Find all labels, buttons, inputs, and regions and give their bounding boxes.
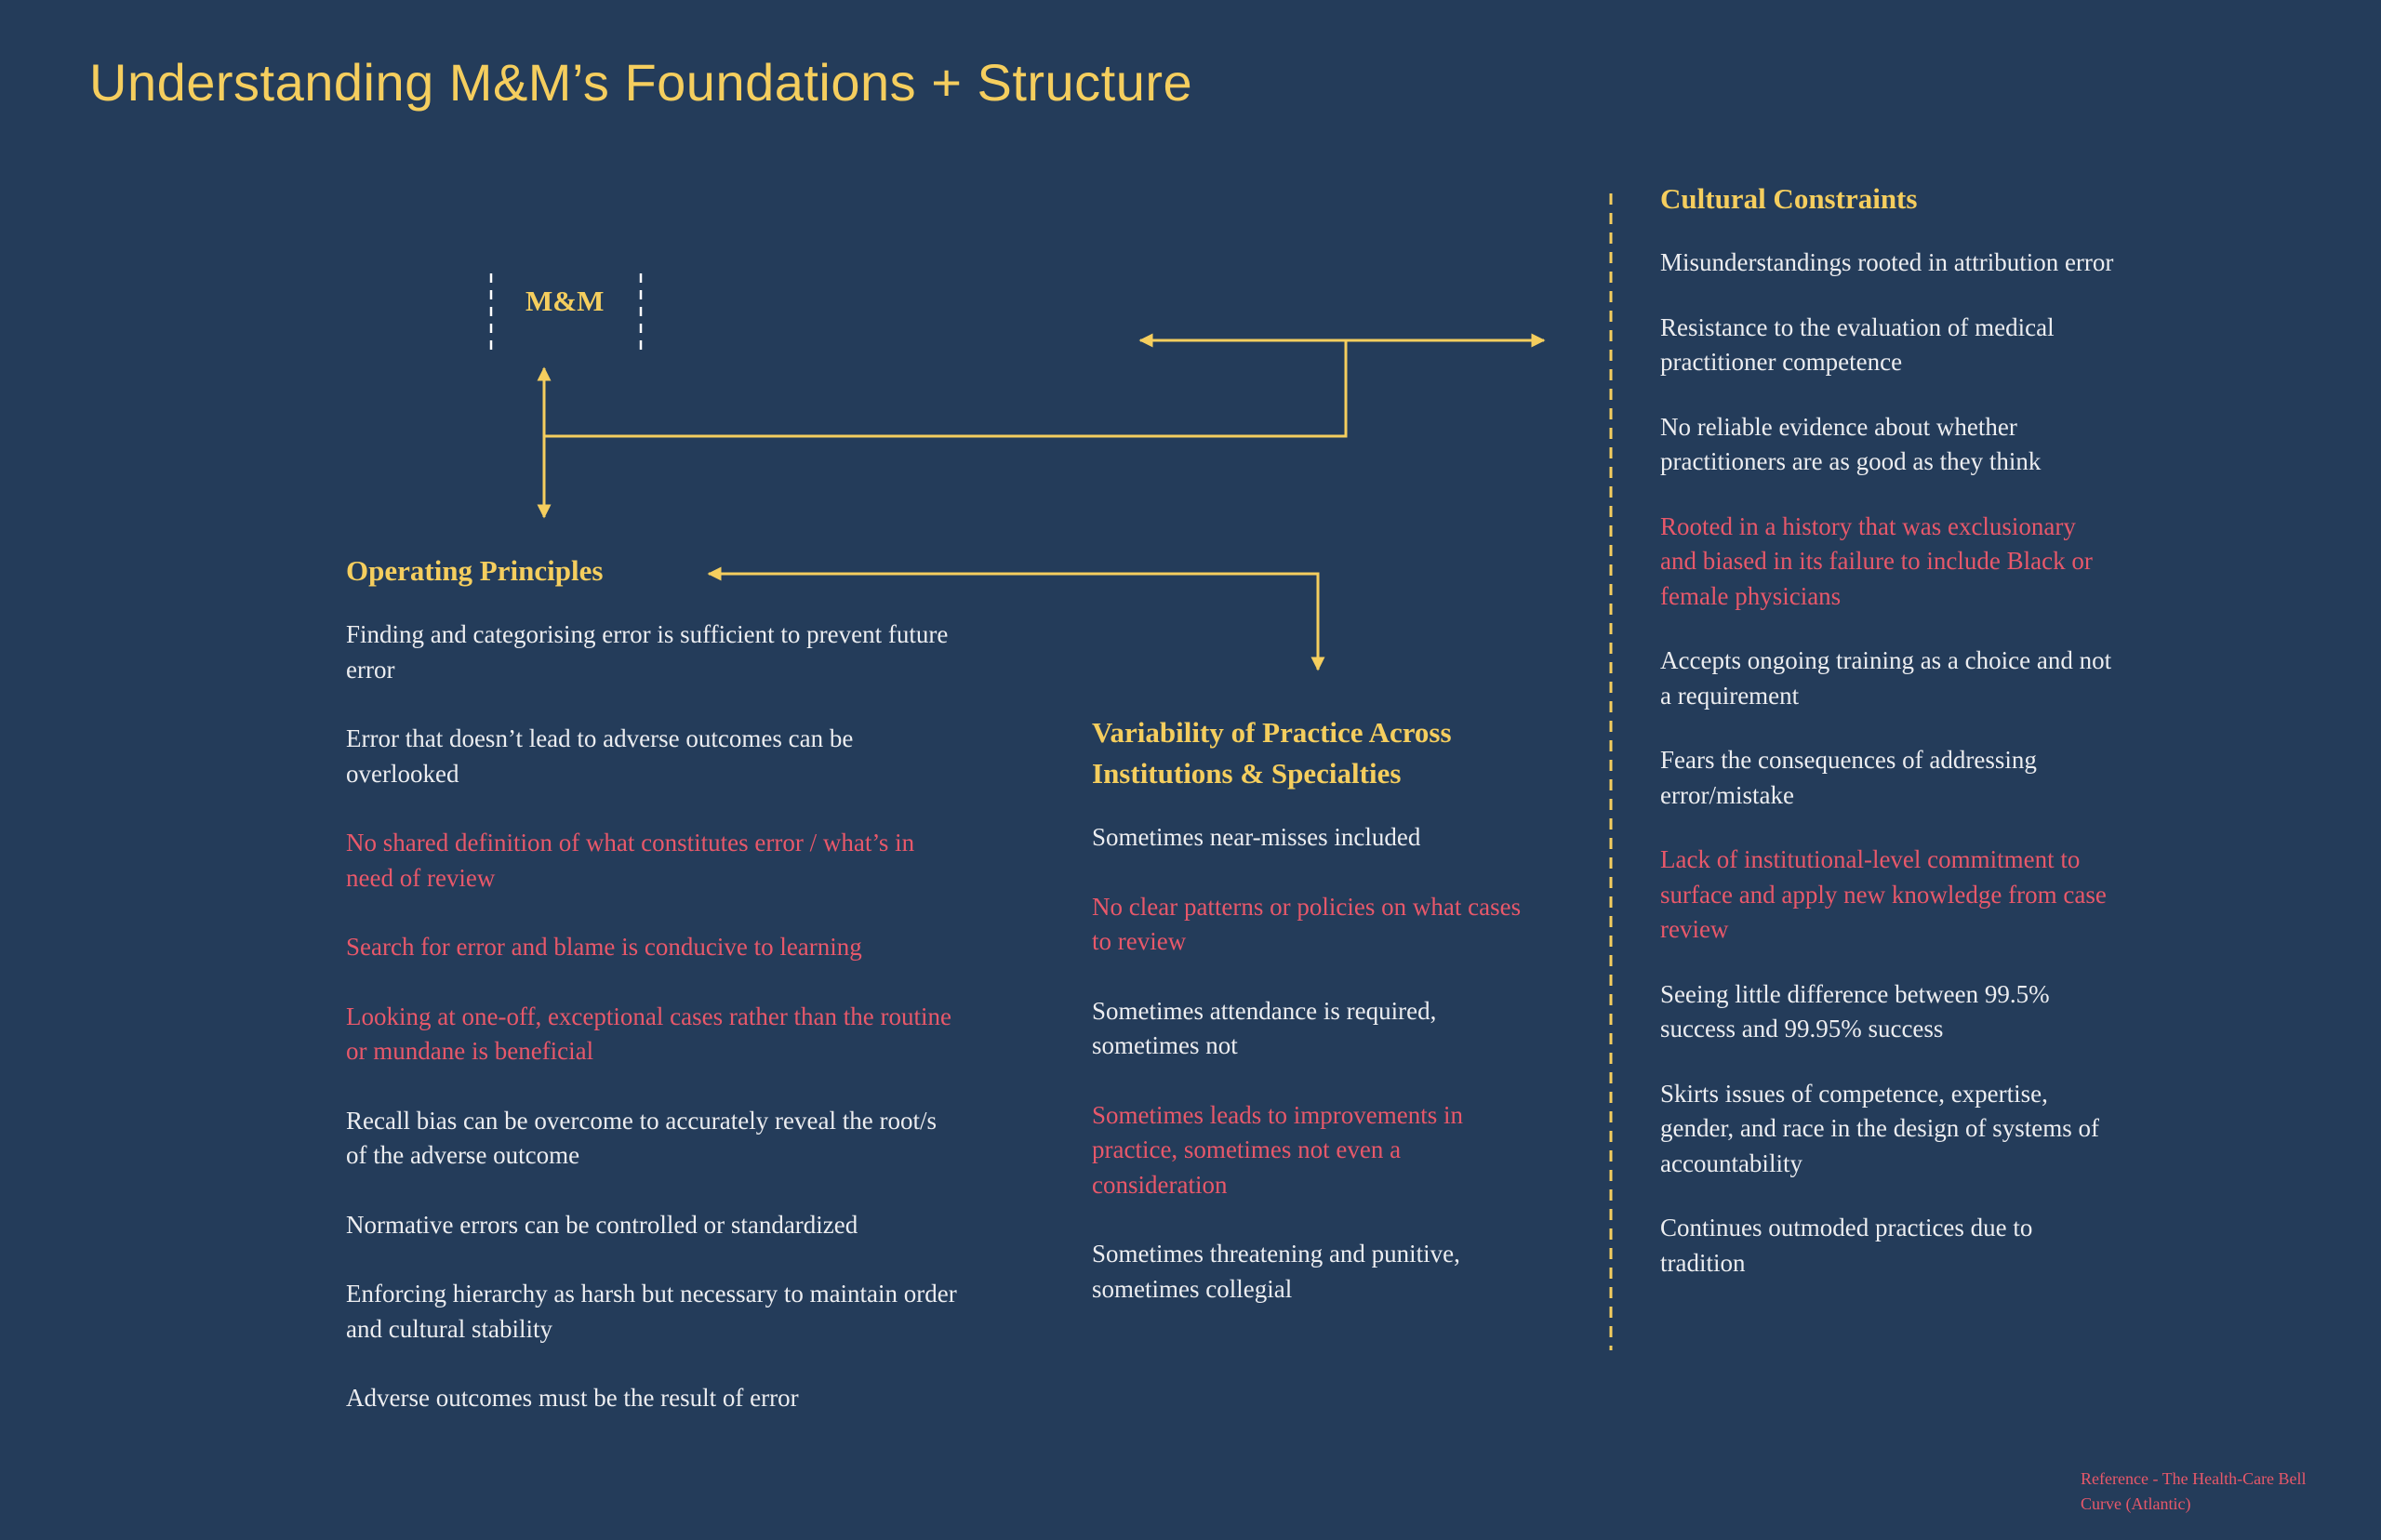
variability-heading: Variability of Practice Across Instituti… [1092, 716, 1452, 790]
list-item: Finding and categorising error is suffic… [346, 620, 949, 684]
list-item: Enforcing hierarchy as harsh but necessa… [346, 1280, 957, 1343]
list-item: Recall bias can be overcome to accuratel… [346, 1106, 937, 1170]
list-item: Skirts issues of competence, expertise, … [1660, 1079, 2100, 1177]
operating-principles-list: Finding and categorising error is suffic… [346, 617, 960, 1416]
list-item: Resistance to the evaluation of medical … [1660, 312, 2055, 377]
list-item: Rooted in a history that was exclusionar… [1660, 511, 2093, 610]
list-item: Normative errors can be controlled or st… [346, 1210, 858, 1239]
list-item: Sometimes leads to improvements in pract… [1092, 1100, 1463, 1199]
list-item: Looking at one-off, exceptional cases ra… [346, 1002, 952, 1066]
list-item: Accepts ongoing training as a choice and… [1660, 646, 2112, 710]
page-title: Understanding M&M’s Foundations + Struct… [89, 53, 1193, 112]
variability-section: Variability of Practice Across Instituti… [1092, 712, 1538, 1341]
cultural-constraints-heading: Cultural Constraints [1660, 182, 1918, 215]
mm-connector-line [544, 340, 1348, 438]
cultural-constraints-list: Misunderstandings rooted in attribution … [1660, 246, 2116, 1281]
list-item: Sometimes threatening and punitive, some… [1092, 1240, 1460, 1303]
list-item: Adverse outcomes must be the result of e… [346, 1384, 799, 1412]
list-item: Seeing little difference between 99.5% s… [1660, 979, 2050, 1043]
operating-principles-section: Operating Principles Finding and categor… [346, 551, 960, 1451]
list-item: No shared definition of what constitutes… [346, 829, 915, 892]
list-item: Sometimes near-misses included [1092, 823, 1421, 851]
list-item: Lack of institutional-level commitment t… [1660, 845, 2107, 943]
variability-to-principles-arrow [707, 566, 1325, 671]
list-item: Misunderstandings rooted in attribution … [1660, 248, 2114, 276]
list-item: Fears the consequences of addressing err… [1660, 746, 2037, 809]
operating-principles-heading: Operating Principles [346, 554, 604, 587]
mm-node-label: M&M [525, 285, 605, 317]
list-item: Search for error and blame is conducive … [346, 933, 862, 961]
list-item: Continues outmoded practices due to trad… [1660, 1214, 2033, 1277]
variability-list: Sometimes near-misses included No clear p… [1092, 820, 1538, 1307]
cultural-constraints-section: Cultural Constraints Misunderstandings r… [1660, 179, 2116, 1310]
list-item: No clear patterns or policies on what ca… [1092, 892, 1522, 956]
list-item: Sometimes attendance is required, someti… [1092, 996, 1437, 1060]
reference-note: Reference - The Health-Care Bell Curve (… [2081, 1469, 2307, 1513]
list-item: Error that doesn’t lead to adverse outco… [346, 724, 854, 788]
list-item: No reliable evidence about whether pract… [1660, 412, 2042, 476]
